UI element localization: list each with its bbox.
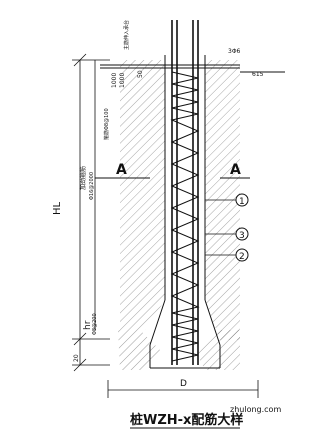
dim-top-right-b: 615	[252, 71, 264, 78]
note-top: 主筋伸入承台	[123, 20, 130, 50]
callout-circles	[235, 193, 249, 262]
dim-top-left-a: 1000	[111, 73, 118, 88]
watermark: zhulong.com	[230, 405, 281, 414]
section-mark-right: A	[230, 162, 241, 178]
spiral-stirrups	[170, 71, 200, 362]
note-middle: 加劲箍筋	[79, 166, 87, 190]
note-middle-b: Φ16@2000	[89, 172, 95, 200]
callout-3: 3	[239, 231, 245, 241]
dim-bottom-diameter: D	[180, 379, 187, 389]
dim-cover: 50	[137, 70, 144, 78]
pile-cap-line	[100, 64, 285, 73]
dim-top-left-b: 1000	[119, 73, 126, 88]
main-rebars	[171, 20, 199, 365]
dim-total-height: HL	[52, 201, 63, 215]
pile-outline	[149, 55, 221, 369]
callout-1: 1	[239, 197, 245, 207]
drawing-title: 桩WZH-x配筋大样	[130, 412, 243, 428]
section-mark-left: A	[116, 162, 127, 178]
pile-reinforcement-drawing: A A 1 3 2 HL hr 20 D 50 3Φ6 615 1000 100…	[52, 20, 285, 429]
dim-bottom-height: hr	[83, 320, 93, 330]
callout-leaders	[205, 199, 236, 256]
left-dimension	[72, 53, 110, 372]
dim-top-right-a: 3Φ6	[228, 48, 241, 55]
note-upper: 箍筋Φ8@100	[103, 108, 110, 140]
note-lower: Φ8@200	[92, 313, 98, 335]
bottom-dimension	[107, 380, 259, 398]
dim-small: 20	[73, 354, 80, 362]
callout-2: 2	[239, 252, 245, 262]
